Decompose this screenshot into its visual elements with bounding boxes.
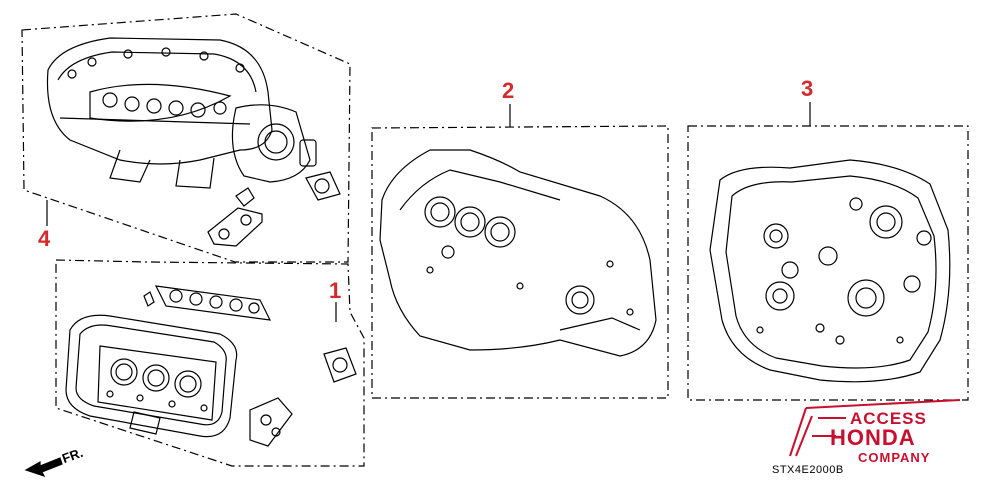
kit-2-panel [371, 104, 669, 399]
logo-access-text: ACCESS [850, 409, 927, 428]
kit-2-frame [371, 125, 669, 399]
callout-4: 4 [38, 226, 51, 251]
intake-gasket [207, 187, 263, 247]
logo-honda-text: HONDA [830, 425, 916, 450]
kit-1-panel [55, 259, 365, 467]
kit-1-frame [55, 259, 365, 467]
intake-manifold [46, 37, 273, 189]
cylinder-head-gasket [97, 345, 217, 421]
transmission-case-gasket [709, 159, 951, 383]
kit-3-frame [687, 125, 969, 401]
small-gaskets [129, 347, 357, 447]
part-code: STX4E2000B [772, 464, 844, 476]
throttle-gasket [305, 171, 341, 201]
manifold-gasket-strip [143, 285, 272, 321]
front-arrow-icon [24, 457, 63, 478]
callout-1: 1 [329, 278, 342, 303]
logo-company-text: COMPANY [858, 450, 931, 465]
access-honda-logo-mark [789, 399, 961, 457]
valve-cover-gasket [65, 314, 238, 438]
kit-3-panel [687, 102, 969, 401]
engine-block-outline [379, 149, 657, 357]
callout-2: 2 [502, 78, 515, 103]
kit-4-panel [21, 13, 351, 263]
callout-3: 3 [801, 76, 814, 101]
throttle-body [231, 104, 317, 183]
kit-4-frame [21, 13, 351, 263]
